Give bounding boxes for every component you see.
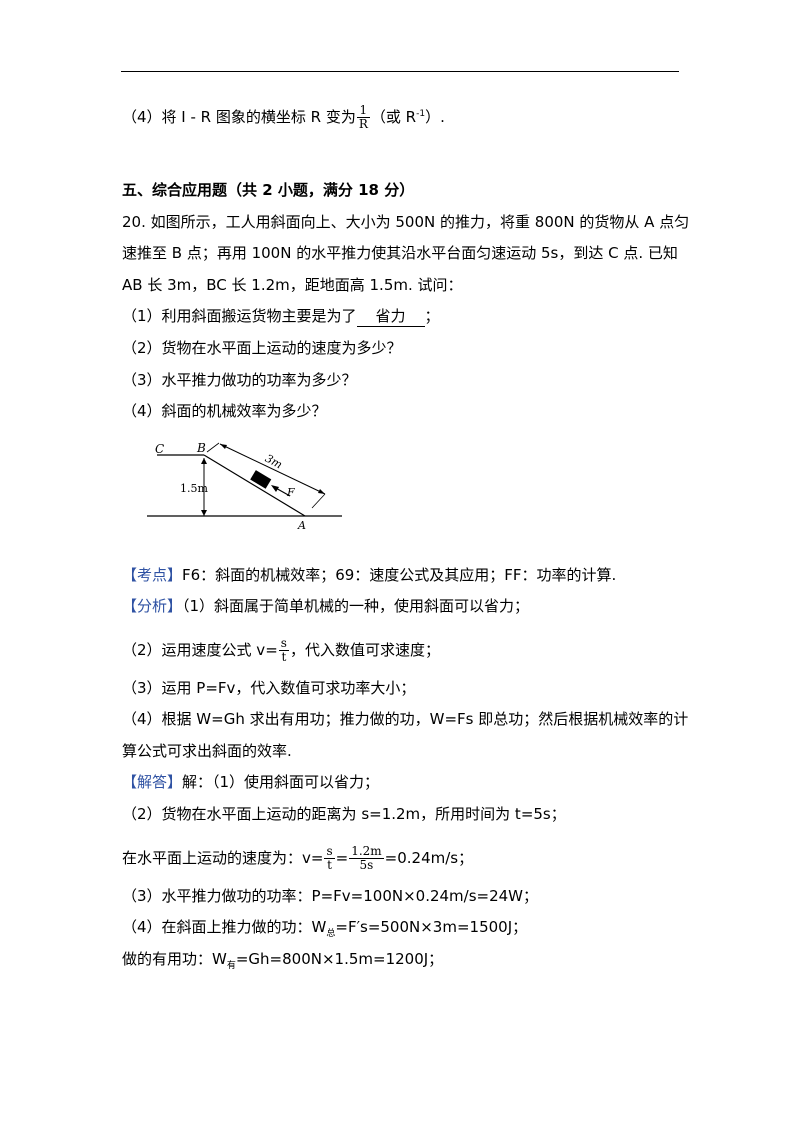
incline-line — [203, 454, 306, 517]
fenxi-line-1: 【分析】（1）斜面属于简单机械的一种，使用斜面可以省力； — [122, 597, 530, 615]
problem-sub-question-1: （1）利用斜面搬运货物主要是为了省力； — [122, 306, 440, 327]
header-rule — [121, 71, 679, 72]
label-force: F — [286, 486, 295, 499]
problem-sub-question-3: （3）水平推力做功的功率为多少？ — [122, 371, 357, 389]
label-height: 1.5m — [180, 482, 208, 495]
label-a: A — [297, 519, 306, 532]
answer-blank: 省力 — [356, 306, 425, 327]
fenxi-line-5: 算公式可求出斜面的效率. — [122, 742, 292, 760]
jieda-line-6: 做的有用功：W有=Gh=800N×1.5m=1200J； — [122, 950, 444, 971]
problem-line-2: 速推至 B 点；再用 100N 的水平推力使其沿水平台面匀速运动 5s，到达 C… — [122, 244, 678, 262]
problem-sub-question-4: （4）斜面的机械效率为多少？ — [122, 402, 327, 420]
label-c: C — [155, 442, 164, 456]
kaodian-tag: 【考点】 — [122, 566, 183, 584]
jieda-line-4: （3）水平推力做功的功率：P=Fv=100N×0.24m/s=24W； — [122, 887, 539, 905]
jieda-line-2: （2）货物在水平面上运动的距离为 s=1.2m，所用时间为 t=5s； — [122, 805, 566, 823]
fenxi-line-4: （4）根据 W=Gh 求出有用功；推力做的功，W=Fs 即总功；然后根据机械效率… — [122, 710, 689, 728]
jieda-tag: 【解答】 — [122, 773, 183, 791]
fenxi-tag: 【分析】 — [122, 597, 183, 615]
incline-diagram: C B A 1.5m 3m F — [147, 441, 342, 532]
jieda-line-1: 【解答】解：（1）使用斜面可以省力； — [122, 773, 380, 791]
problem-line-3: AB 长 3m，BC 长 1.2m，距地面高 1.5m. 试问： — [122, 276, 463, 294]
section-heading: 五、综合应用题（共 2 小题，满分 18 分） — [122, 181, 415, 199]
label-length: 3m — [263, 452, 284, 472]
problem-line-1: 20. 如图所示，工人用斜面向上、大小为 500N 的推力，将重 800N 的货… — [122, 213, 690, 231]
kaodian-line: 【考点】F6：斜面的机械效率；69：速度公式及其应用；FF：功率的计算. — [122, 566, 617, 584]
cargo-box — [250, 470, 272, 489]
label-b: B — [196, 441, 206, 455]
length-marker — [219, 443, 326, 495]
problem-sub-question-2: （2）货物在水平面上运动的速度为多少？ — [122, 339, 402, 357]
fenxi-line-3: （3）运用 P=Fv，代入数值可求功率大小； — [122, 679, 416, 697]
jieda-line-5: （4）在斜面上推力做的功：W总=F′s=500N×3m=1500J； — [122, 918, 528, 939]
